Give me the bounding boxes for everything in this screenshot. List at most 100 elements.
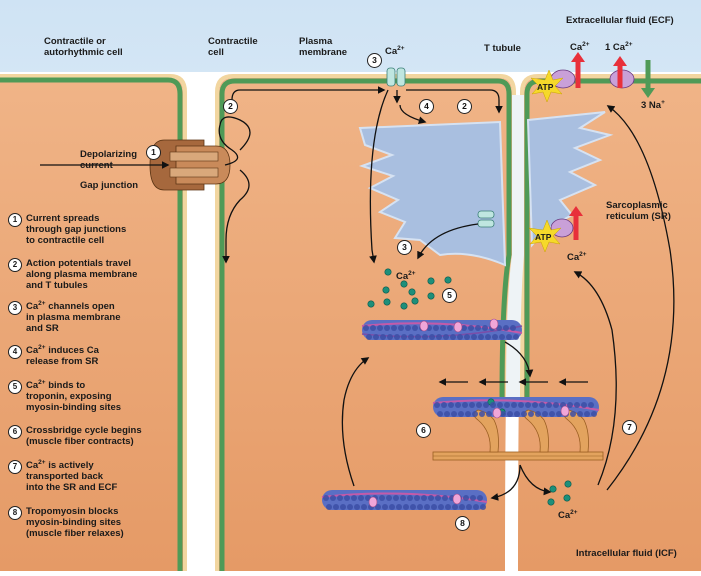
- actin-bead: [463, 495, 469, 501]
- actin-bead: [389, 504, 395, 510]
- badge-step-3-sr: 3: [397, 240, 412, 255]
- actin-bead: [486, 411, 492, 417]
- actin-bead: [510, 325, 516, 331]
- actin-bead: [549, 411, 555, 417]
- badge-step-2-left: 2: [223, 99, 238, 114]
- actin-bead: [408, 334, 414, 340]
- actin-bead: [567, 402, 573, 408]
- actin-bead: [490, 402, 496, 408]
- actin-bead: [361, 504, 367, 510]
- actin-bead: [337, 495, 343, 501]
- actin-bead: [521, 411, 527, 417]
- actin-bead: [518, 402, 524, 408]
- one-ca-label: 1 Ca2+: [605, 41, 633, 53]
- calcium-ion: [382, 286, 390, 294]
- actin-bead: [393, 495, 399, 501]
- actin-bead: [351, 495, 357, 501]
- flow-arrows: [40, 86, 675, 501]
- actin-bead: [442, 495, 448, 501]
- actin-bead: [553, 402, 559, 408]
- actin-bead: [450, 334, 456, 340]
- actin-bead: [591, 411, 597, 417]
- badge-step-6: 6: [416, 423, 431, 438]
- actin-bead: [462, 402, 468, 408]
- actin-bead: [344, 495, 350, 501]
- actin-bead: [400, 495, 406, 501]
- ca-label-sr: Ca2+: [567, 251, 587, 263]
- actin-bead: [401, 334, 407, 340]
- actin-bead: [469, 402, 475, 408]
- actin-bead: [504, 402, 510, 408]
- actin-bead: [499, 334, 505, 340]
- ca-label-channel: Ca2+: [385, 45, 405, 57]
- legend-step-5-text: Ca2+ binds to troponin, exposing myosin-…: [26, 379, 122, 413]
- troponin: [368, 496, 378, 508]
- actin-bead: [366, 334, 372, 340]
- sr-ca-channel: [477, 210, 495, 228]
- actin-bead: [485, 334, 491, 340]
- plasma-membrane-label: Plasma membrane: [299, 36, 348, 58]
- actin-bead: [445, 504, 451, 510]
- actin-bead: [438, 504, 444, 510]
- actin-bead: [535, 411, 541, 417]
- actin-bead: [455, 402, 461, 408]
- legend-step-5-number: 5: [8, 380, 22, 394]
- sr-label: Sarcoplasmic reticulum (SR): [606, 200, 671, 222]
- actin-bead: [358, 495, 364, 501]
- actin-bead: [503, 325, 509, 331]
- ecf-label: Extracellular fluid (ECF): [566, 15, 674, 26]
- actin-bead: [473, 504, 479, 510]
- actin-bead: [323, 495, 329, 501]
- badge-step-7: 7: [622, 420, 637, 435]
- actin-bead: [492, 334, 498, 340]
- actin-bead: [472, 411, 478, 417]
- contractile-autorhythmic-label: Contractile or autorhythmic cell: [44, 36, 123, 58]
- actin-bead: [379, 495, 385, 501]
- actin-bead: [525, 402, 531, 408]
- calcium-ion: [564, 480, 572, 488]
- icf-label: Intracellular fluid (ICF): [576, 548, 677, 559]
- actin-bead: [451, 411, 457, 417]
- actin-bead: [532, 402, 538, 408]
- actin-bead: [340, 504, 346, 510]
- calcium-ion: [427, 292, 435, 300]
- actin-bead: [417, 504, 423, 510]
- actin-bead: [475, 325, 481, 331]
- actin-bead: [441, 402, 447, 408]
- calcium-ion: [384, 268, 392, 276]
- actin-bead: [468, 325, 474, 331]
- contractile-cell-label: Contractile cell: [208, 36, 258, 58]
- actin-bead: [434, 402, 440, 408]
- actin-bead: [584, 411, 590, 417]
- legend-step-8-number: 8: [8, 506, 22, 520]
- actin-bead: [483, 402, 489, 408]
- badge-step-1: 1: [146, 145, 161, 160]
- actin-bead: [375, 504, 381, 510]
- actin-bead: [403, 504, 409, 510]
- ca-label-pump: Ca2+: [570, 41, 590, 53]
- thick-filament: [432, 409, 604, 461]
- calcium-ion: [400, 302, 408, 310]
- legend-step-8-text: Tropomyosin blocks myosin-binding sites …: [26, 506, 124, 539]
- troponin: [489, 318, 499, 330]
- actin-bead: [428, 495, 434, 501]
- calcium-ion: [427, 277, 435, 285]
- actin-bead: [347, 504, 353, 510]
- actin-bead: [507, 411, 513, 417]
- sr-left: [358, 120, 507, 267]
- badge-step-8: 8: [455, 516, 470, 531]
- actin-bead: [398, 325, 404, 331]
- badge-step-3-top: 3: [367, 53, 382, 68]
- actin-bead: [391, 325, 397, 331]
- actin-bead: [457, 334, 463, 340]
- troponin: [452, 493, 462, 505]
- troponin: [453, 321, 463, 333]
- actin-bead: [440, 325, 446, 331]
- gap-junction-label: Gap junction: [80, 180, 139, 191]
- gap-junction: [149, 139, 231, 191]
- actin-bead: [422, 334, 428, 340]
- actin-bead: [464, 334, 470, 340]
- actin-bead: [429, 334, 435, 340]
